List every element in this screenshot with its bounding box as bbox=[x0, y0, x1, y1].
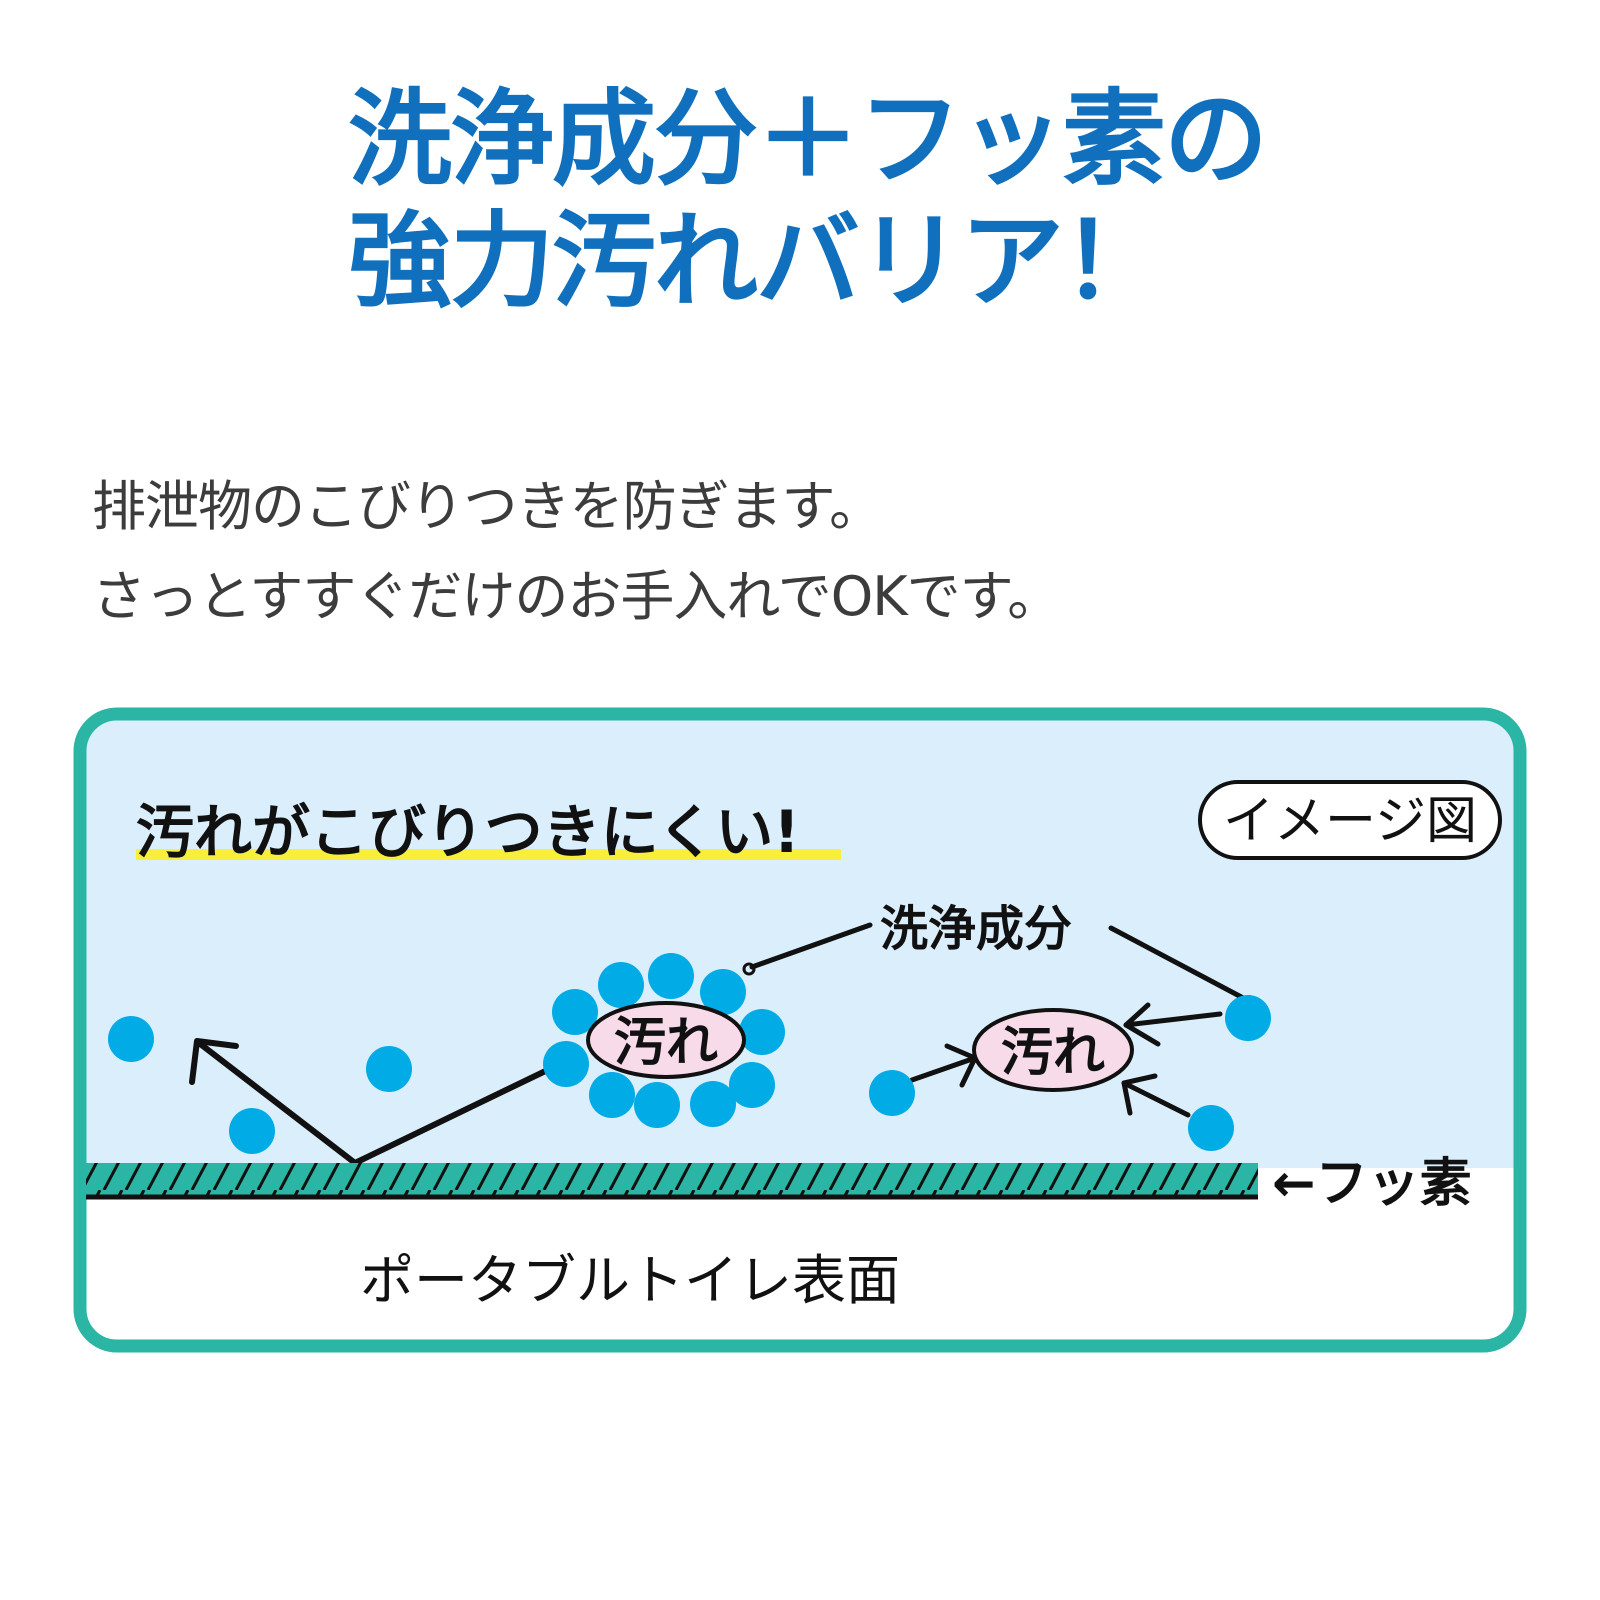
cleaning-agent-label: 洗浄成分 bbox=[880, 901, 1072, 957]
surrounding-particle bbox=[739, 1009, 785, 1055]
repelled-particles bbox=[869, 995, 1271, 1151]
repelled-arrows bbox=[909, 1002, 1223, 1118]
surrounding-particle bbox=[690, 1081, 736, 1127]
diagram-panel-background bbox=[80, 714, 1520, 1346]
surrounding-particle bbox=[648, 953, 694, 999]
surrounding-particle bbox=[552, 989, 598, 1035]
headline-line-1: 洗浄成分＋フッ素の bbox=[348, 78, 1268, 200]
heading-highlight bbox=[136, 849, 841, 860]
free-particle bbox=[108, 1016, 154, 1062]
headline-line-2: 強力汚れバリア！ bbox=[348, 200, 1166, 322]
free-particle bbox=[366, 1046, 412, 1092]
repelled-particle bbox=[1225, 995, 1271, 1041]
headline: 洗浄成分＋フッ素の 強力汚れバリア！ bbox=[348, 78, 1268, 322]
fluorine-coating-layer bbox=[86, 1163, 1258, 1197]
particles-surrounding-stain bbox=[543, 953, 785, 1128]
repelled-particle bbox=[869, 1070, 915, 1116]
diagram-heading: 汚れがこびりつきにくい! bbox=[136, 798, 800, 866]
surrounding-particle bbox=[700, 969, 746, 1015]
description: 排泄物のこびりつきを防ぎます。 さっとすすぐだけのお手入れでOKです。 bbox=[92, 462, 1061, 642]
surrounding-particle bbox=[589, 1072, 635, 1118]
surrounding-particle bbox=[543, 1041, 589, 1087]
surrounding-particle bbox=[729, 1062, 775, 1108]
surrounding-particle bbox=[598, 962, 644, 1008]
description-line-1: 排泄物のこびりつきを防ぎます。 bbox=[92, 475, 883, 538]
repelled-particle bbox=[1188, 1105, 1234, 1151]
cleaning-agent-leader-lines bbox=[749, 922, 1250, 1003]
stain-left bbox=[586, 1001, 746, 1079]
leader-dot-left bbox=[742, 962, 756, 976]
stain-right-label: 汚れ bbox=[1001, 1023, 1105, 1083]
diagram-frame bbox=[73, 707, 1527, 1353]
surrounding-particle bbox=[634, 1082, 680, 1128]
description-line-2: さっとすすぐだけのお手入れでOKです。 bbox=[92, 565, 1061, 628]
stain-right bbox=[972, 1008, 1134, 1092]
fluorine-label: ←フッ素 bbox=[1272, 1154, 1472, 1214]
image-note-label: イメージ図 bbox=[1223, 792, 1477, 851]
free-particle bbox=[229, 1108, 275, 1154]
stain-left-label: 汚れ bbox=[614, 1013, 718, 1073]
free-particles bbox=[108, 1016, 412, 1154]
image-note-badge bbox=[1198, 780, 1502, 860]
surface-label: ポータブルトイレ表面 bbox=[360, 1249, 900, 1312]
